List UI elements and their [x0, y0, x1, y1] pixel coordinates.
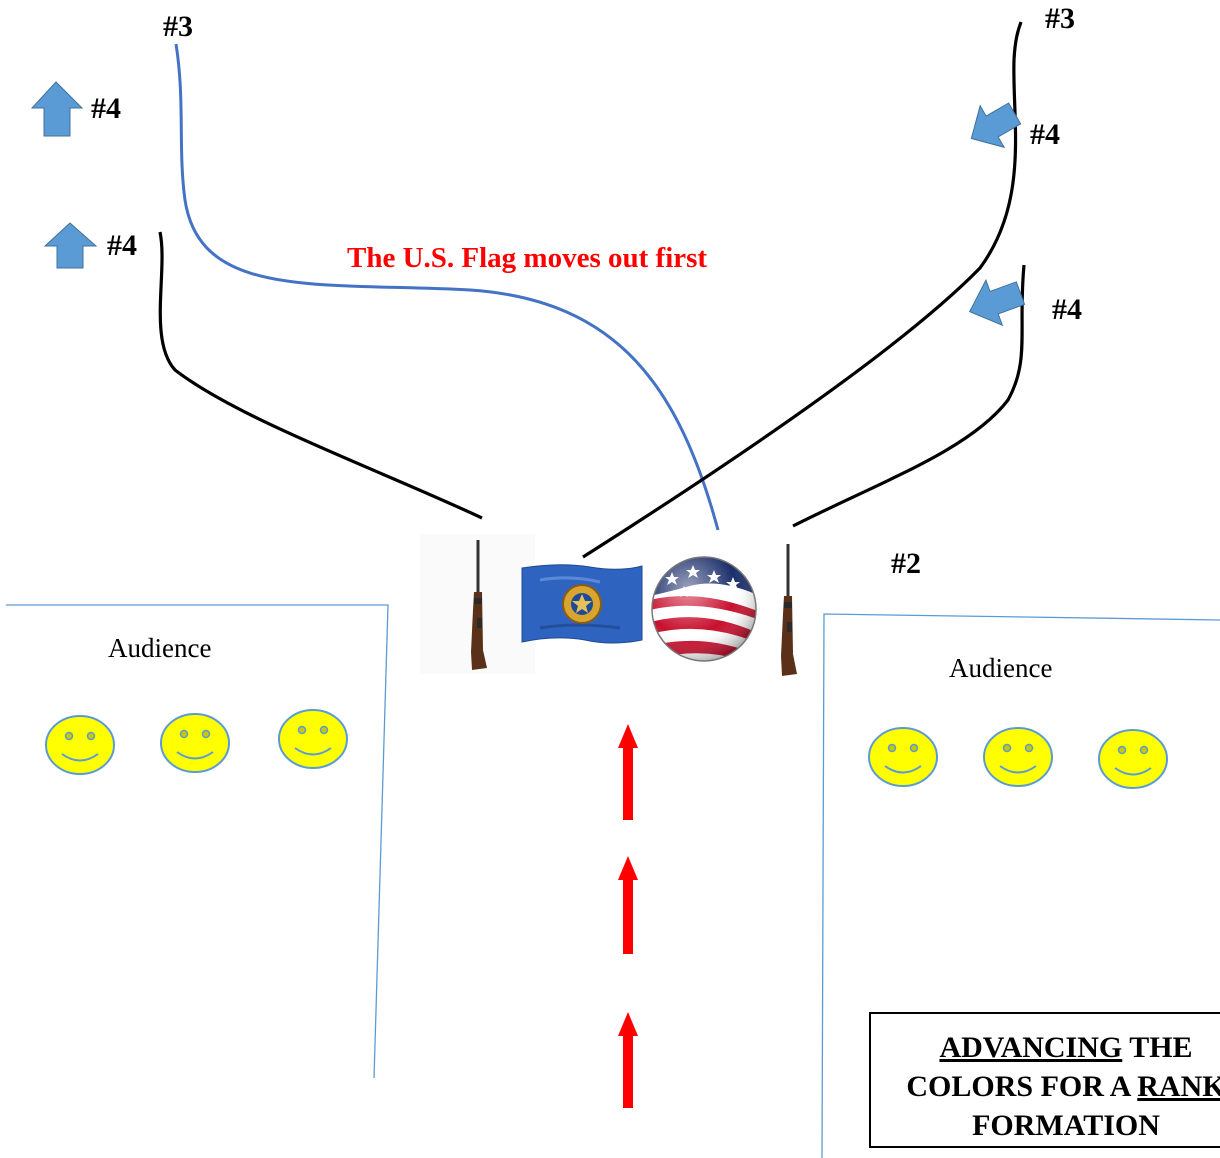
us-flag-note: The U.S. Flag moves out first — [347, 242, 708, 274]
label-left-lower-4: #4 — [107, 229, 137, 262]
up-arrow-icon — [618, 724, 638, 820]
right-audience-border — [821, 613, 1220, 1158]
title-word-rank: RANK — [1137, 1070, 1220, 1103]
smiley-face-icon — [868, 727, 938, 787]
label-right-3: #3 — [1045, 2, 1075, 35]
block-arrow-icon — [970, 102, 1022, 149]
left-rifle-path — [158, 231, 483, 520]
label-right-upper-4: #4 — [1030, 118, 1060, 151]
title-word-the: THE — [1122, 1031, 1193, 1064]
smiley-face-icon — [983, 727, 1053, 787]
block-arrow-icon — [968, 278, 1026, 327]
smiley-face-icon — [278, 709, 348, 769]
audience-right-label: Audience — [949, 653, 1053, 683]
up-arrow-icon — [618, 856, 638, 954]
label-left-upper-4: #4 — [91, 92, 121, 125]
label-right-lower-4: #4 — [1052, 293, 1082, 326]
block-arrow-icon — [43, 222, 98, 269]
diagram-title: ADVANCING THE COLORS FOR A RANK FORMATIO… — [871, 1028, 1220, 1145]
smiley-face-icon — [160, 713, 230, 773]
us-flag-path — [174, 43, 720, 531]
smiley-face-icon — [45, 715, 115, 775]
label-left-3: #3 — [163, 10, 193, 43]
title-box: ADVANCING THE COLORS FOR A RANK FORMATIO… — [869, 1012, 1220, 1148]
left-audience-border — [6, 604, 389, 1079]
title-word-advancing: ADVANCING — [939, 1031, 1123, 1064]
right-rifle-path — [792, 264, 1026, 528]
smiley-face-icon — [1098, 729, 1168, 789]
rifle-icon — [781, 544, 797, 676]
up-arrow-icon — [618, 1012, 638, 1108]
audience-left-label: Audience — [108, 633, 212, 663]
block-arrow-icon — [30, 81, 84, 137]
rifle-icon — [420, 534, 535, 674]
us-flag-globe-icon — [651, 556, 757, 662]
legion-flag-path — [582, 21, 1023, 559]
title-line-colors: COLORS FOR A — [906, 1070, 1138, 1103]
label-right-2: #2 — [891, 547, 921, 580]
legion-flag-icon — [521, 564, 643, 644]
title-word-formation: FORMATION — [972, 1109, 1160, 1142]
